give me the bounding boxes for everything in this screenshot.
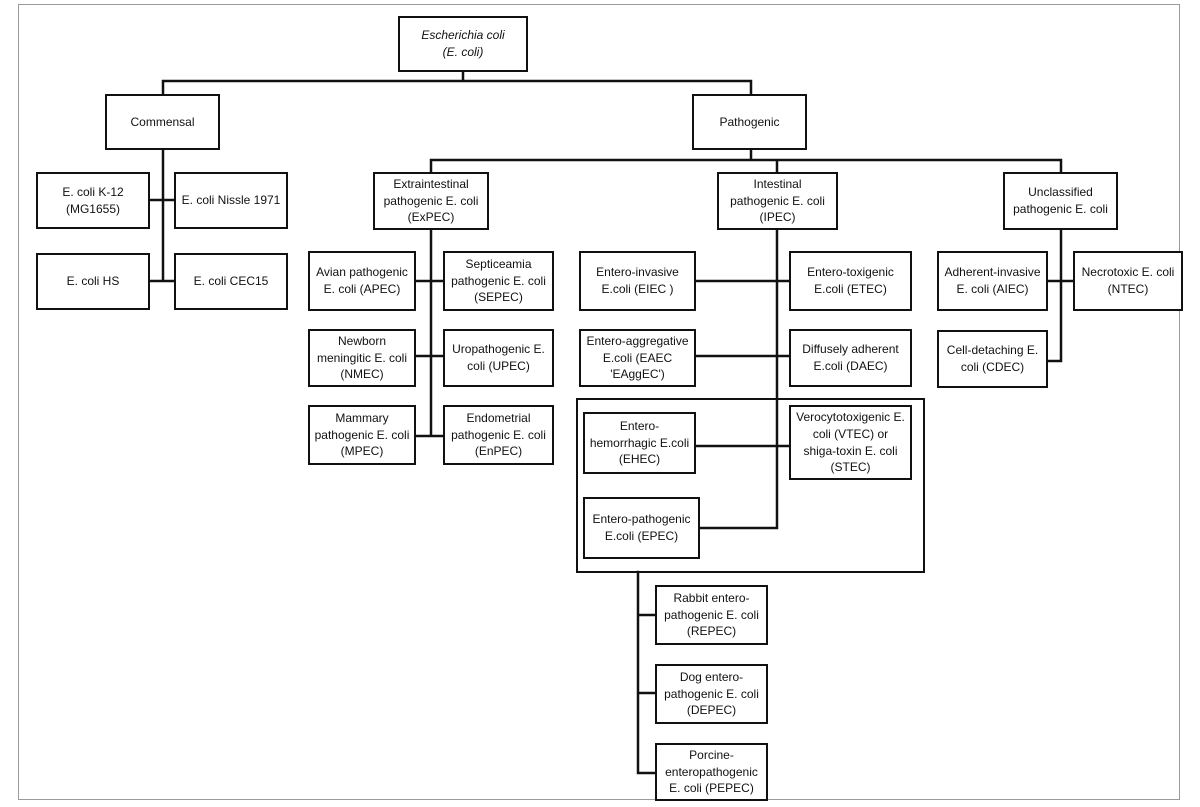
aiec-label: Adherent-invasive E. coli (AIEC) bbox=[944, 265, 1041, 296]
pathogenic-label: Pathogenic bbox=[719, 114, 780, 129]
ehec-epec-group-box bbox=[576, 398, 925, 573]
expec-label: Extraintestinal pathogenic E. coli (ExPE… bbox=[383, 176, 479, 225]
ecoli-hs-node: E. coli HS bbox=[36, 253, 150, 310]
mpec-node: Mammary pathogenic E. coli (MPEC) bbox=[308, 405, 416, 465]
pepec-label: Porcine-enteropathogenic E. coli (PEPEC) bbox=[665, 747, 758, 796]
ntec-label: Necrotoxic E. coli (NTEC) bbox=[1081, 265, 1175, 296]
ipec-node: Intestinal pathogenic E. coli (IPEC) bbox=[717, 172, 838, 230]
commensal-label: Commensal bbox=[130, 114, 195, 129]
upec-node: Uropathogenic E. coli (UPEC) bbox=[443, 329, 554, 387]
daec-node: Diffusely adherent E.coli (DAEC) bbox=[789, 329, 912, 387]
ecoli-nissle-node: E. coli Nissle 1971 bbox=[174, 172, 288, 229]
ipec-label: Intestinal pathogenic E. coli (IPEC) bbox=[730, 176, 825, 225]
root-label-line1: Escherichia coli bbox=[421, 28, 505, 43]
eaec-label: Entero-aggregative E.coli (EAEC 'EAggEC'… bbox=[586, 333, 689, 382]
root-connector bbox=[161, 68, 753, 96]
ecoli-cec15-label: E. coli CEC15 bbox=[193, 274, 269, 289]
pathogenic-connector bbox=[429, 146, 1063, 174]
repec-node: Rabbit entero-pathogenic E. coli (REPEC) bbox=[655, 585, 768, 645]
sepec-node: Septiceamia pathogenic E. coli (SEPEC) bbox=[443, 251, 554, 311]
commensal-connector bbox=[148, 146, 176, 283]
expec-connector bbox=[414, 228, 445, 438]
epec-label: Entero-pathogenic E.coli (EPEC) bbox=[592, 512, 691, 543]
nmec-node: Newborn meningitic E. coli (NMEC) bbox=[308, 329, 416, 387]
ntec-node: Necrotoxic E. coli (NTEC) bbox=[1073, 251, 1183, 311]
unclassified-label: Unclassified pathogenic E. coli bbox=[1013, 185, 1108, 216]
etec-node: Entero-toxigenic E.coli (ETEC) bbox=[789, 251, 912, 311]
eiec-node: Entero-invasive E.coli (EIEC ) bbox=[579, 251, 696, 311]
cdec-label: Cell-detaching E. coli (CDEC) bbox=[946, 343, 1039, 374]
daec-label: Diffusely adherent E.coli (DAEC) bbox=[802, 342, 899, 373]
expec-node: Extraintestinal pathogenic E. coli (ExPE… bbox=[373, 172, 489, 230]
commensal-node: Commensal bbox=[105, 94, 220, 150]
depec-label: Dog entero-pathogenic E. coli (DEPEC) bbox=[664, 669, 759, 718]
upec-label: Uropathogenic E. coli (UPEC) bbox=[452, 342, 545, 373]
root-node: Escherichia coli (E. coli) bbox=[398, 16, 528, 72]
ipec-connector bbox=[694, 228, 791, 530]
ecoli-cec15-node: E. coli CEC15 bbox=[174, 253, 288, 310]
ecoli-k12-node: E. coli K-12 (MG1655) bbox=[36, 172, 150, 229]
apec-node: Avian pathogenic E. coli (APEC) bbox=[308, 251, 416, 311]
depec-node: Dog entero-pathogenic E. coli (DEPEC) bbox=[655, 664, 768, 724]
epec-connector bbox=[636, 570, 657, 775]
ecoli-hs-label: E. coli HS bbox=[66, 274, 120, 289]
aiec-node: Adherent-invasive E. coli (AIEC) bbox=[937, 251, 1048, 311]
unclassified-node: Unclassified pathogenic E. coli bbox=[1003, 172, 1118, 230]
epec-node: Entero-pathogenic E.coli (EPEC) bbox=[583, 497, 700, 559]
enpec-node: Endometrial pathogenic E. coli (EnPEC) bbox=[443, 405, 554, 465]
mpec-label: Mammary pathogenic E. coli (MPEC) bbox=[314, 410, 410, 459]
ehec-node: Entero-hemorrhagic E.coli (EHEC) bbox=[583, 412, 696, 474]
eaec-node: Entero-aggregative E.coli (EAEC 'EAggEC'… bbox=[579, 329, 696, 387]
vtec-stec-label: Verocytotoxigenic E. coli (VTEC) or shig… bbox=[796, 409, 905, 475]
etec-label: Entero-toxigenic E.coli (ETEC) bbox=[807, 265, 894, 296]
enpec-label: Endometrial pathogenic E. coli (EnPEC) bbox=[451, 410, 546, 459]
sepec-label: Septiceamia pathogenic E. coli (SEPEC) bbox=[451, 256, 546, 305]
pathogenic-node: Pathogenic bbox=[692, 94, 807, 150]
repec-label: Rabbit entero-pathogenic E. coli (REPEC) bbox=[664, 590, 759, 639]
pepec-node: Porcine-enteropathogenic E. coli (PEPEC) bbox=[655, 743, 768, 801]
diagram-frame bbox=[18, 4, 1180, 800]
unclassified-connector bbox=[1046, 228, 1075, 363]
ecoli-nissle-label: E. coli Nissle 1971 bbox=[181, 193, 281, 208]
apec-label: Avian pathogenic E. coli (APEC) bbox=[316, 265, 408, 296]
cdec-node: Cell-detaching E. coli (CDEC) bbox=[937, 330, 1048, 388]
nmec-label: Newborn meningitic E. coli (NMEC) bbox=[316, 333, 408, 382]
ecoli-k12-label: E. coli K-12 (MG1655) bbox=[62, 184, 124, 216]
eiec-label: Entero-invasive E.coli (EIEC ) bbox=[596, 265, 679, 296]
ehec-label: Entero-hemorrhagic E.coli (EHEC) bbox=[589, 418, 690, 467]
vtec-stec-node: Verocytotoxigenic E. coli (VTEC) or shig… bbox=[789, 405, 912, 480]
root-label-line2: (E. coli) bbox=[442, 45, 484, 59]
